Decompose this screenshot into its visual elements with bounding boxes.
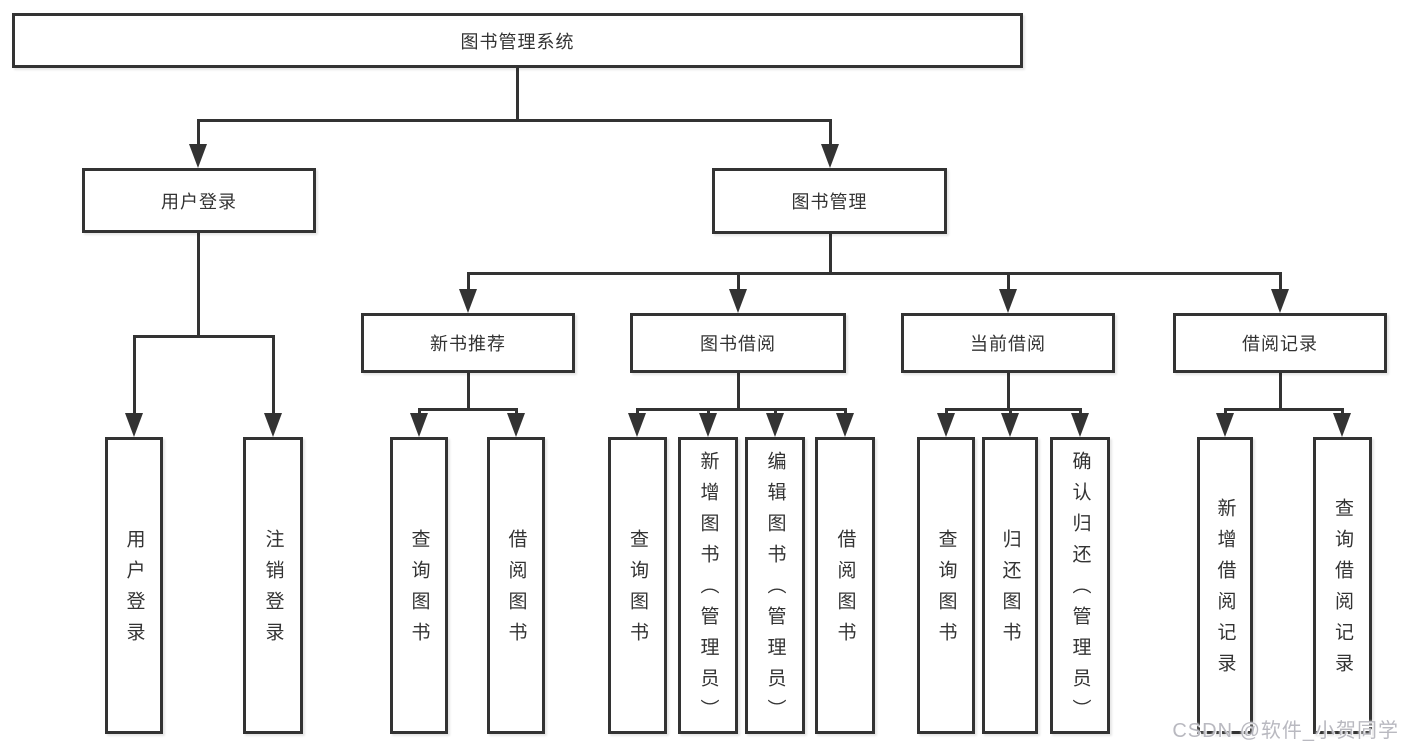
arrowhead-down-icon — [264, 413, 282, 437]
connector-rail — [944, 408, 1082, 411]
connector-drop — [828, 119, 832, 156]
arrowhead-down-icon — [410, 413, 428, 437]
arrowhead-down-icon — [937, 413, 955, 437]
watermark: CSDN @软件_小贺同学 — [1172, 720, 1399, 742]
connector-drop — [132, 335, 136, 425]
connector-stem — [736, 373, 740, 411]
leaf-user-login: 用户登录 — [105, 437, 163, 734]
connector-rail — [466, 272, 1282, 275]
leaf-add-books-admin: 新增图书（管理员） — [678, 437, 738, 734]
leaf-query-books-borrowing: 查询图书 — [608, 437, 667, 734]
arrowhead-down-icon — [836, 413, 854, 437]
arrowhead-down-icon — [1001, 413, 1019, 437]
node-user-login: 用户登录 — [82, 168, 316, 233]
node-library-management-system: 图书管理系统 — [12, 13, 1023, 68]
arrowhead-down-icon — [821, 144, 839, 168]
connector-rail — [196, 119, 832, 122]
leaf-confirm-return-admin: 确认归还（管理员） — [1050, 437, 1110, 734]
arrowhead-down-icon — [1271, 289, 1289, 313]
connector-drop — [1278, 272, 1282, 301]
node-borrowing-records: 借阅记录 — [1173, 313, 1387, 373]
arrowhead-down-icon — [999, 289, 1017, 313]
connector-stem — [196, 233, 200, 338]
connector-stem — [828, 234, 832, 275]
arrowhead-down-icon — [766, 413, 784, 437]
connector-drop — [736, 272, 740, 301]
arrowhead-down-icon — [1333, 413, 1351, 437]
connector-stem — [1278, 373, 1282, 411]
connector-rail — [635, 408, 847, 411]
arrowhead-down-icon — [1071, 413, 1089, 437]
leaf-logout: 注销登录 — [243, 437, 303, 734]
leaf-return-books: 归还图书 — [982, 437, 1038, 734]
arrowhead-down-icon — [189, 144, 207, 168]
arrowhead-down-icon — [459, 289, 477, 313]
connector-stem — [515, 68, 519, 122]
connector-stem — [466, 373, 470, 411]
connector-drop — [466, 272, 470, 301]
connector-drop — [271, 335, 275, 425]
leaf-query-borrow-record: 查询借阅记录 — [1313, 437, 1372, 734]
leaf-borrow-books: 借阅图书 — [815, 437, 875, 734]
node-current-borrowing: 当前借阅 — [901, 313, 1115, 373]
node-book-borrowing: 图书借阅 — [630, 313, 846, 373]
arrowhead-down-icon — [729, 289, 747, 313]
connector-rail — [417, 408, 518, 411]
leaf-borrow-books-recommend: 借阅图书 — [487, 437, 545, 734]
connector-stem — [1006, 373, 1010, 411]
leaf-query-books-current: 查询图书 — [917, 437, 975, 734]
arrowhead-down-icon — [1216, 413, 1234, 437]
connector-rail — [1223, 408, 1344, 411]
leaf-edit-books-admin: 编辑图书（管理员） — [745, 437, 805, 734]
connector-rail — [132, 335, 275, 338]
connector-drop — [1006, 272, 1010, 301]
connector-drop — [196, 119, 200, 156]
leaf-add-borrow-record: 新增借阅记录 — [1197, 437, 1253, 734]
node-book-management: 图书管理 — [712, 168, 947, 234]
arrowhead-down-icon — [628, 413, 646, 437]
arrowhead-down-icon — [699, 413, 717, 437]
node-new-book-recommendation: 新书推荐 — [361, 313, 575, 373]
arrowhead-down-icon — [507, 413, 525, 437]
leaf-query-books-recommend: 查询图书 — [390, 437, 448, 734]
arrowhead-down-icon — [125, 413, 143, 437]
